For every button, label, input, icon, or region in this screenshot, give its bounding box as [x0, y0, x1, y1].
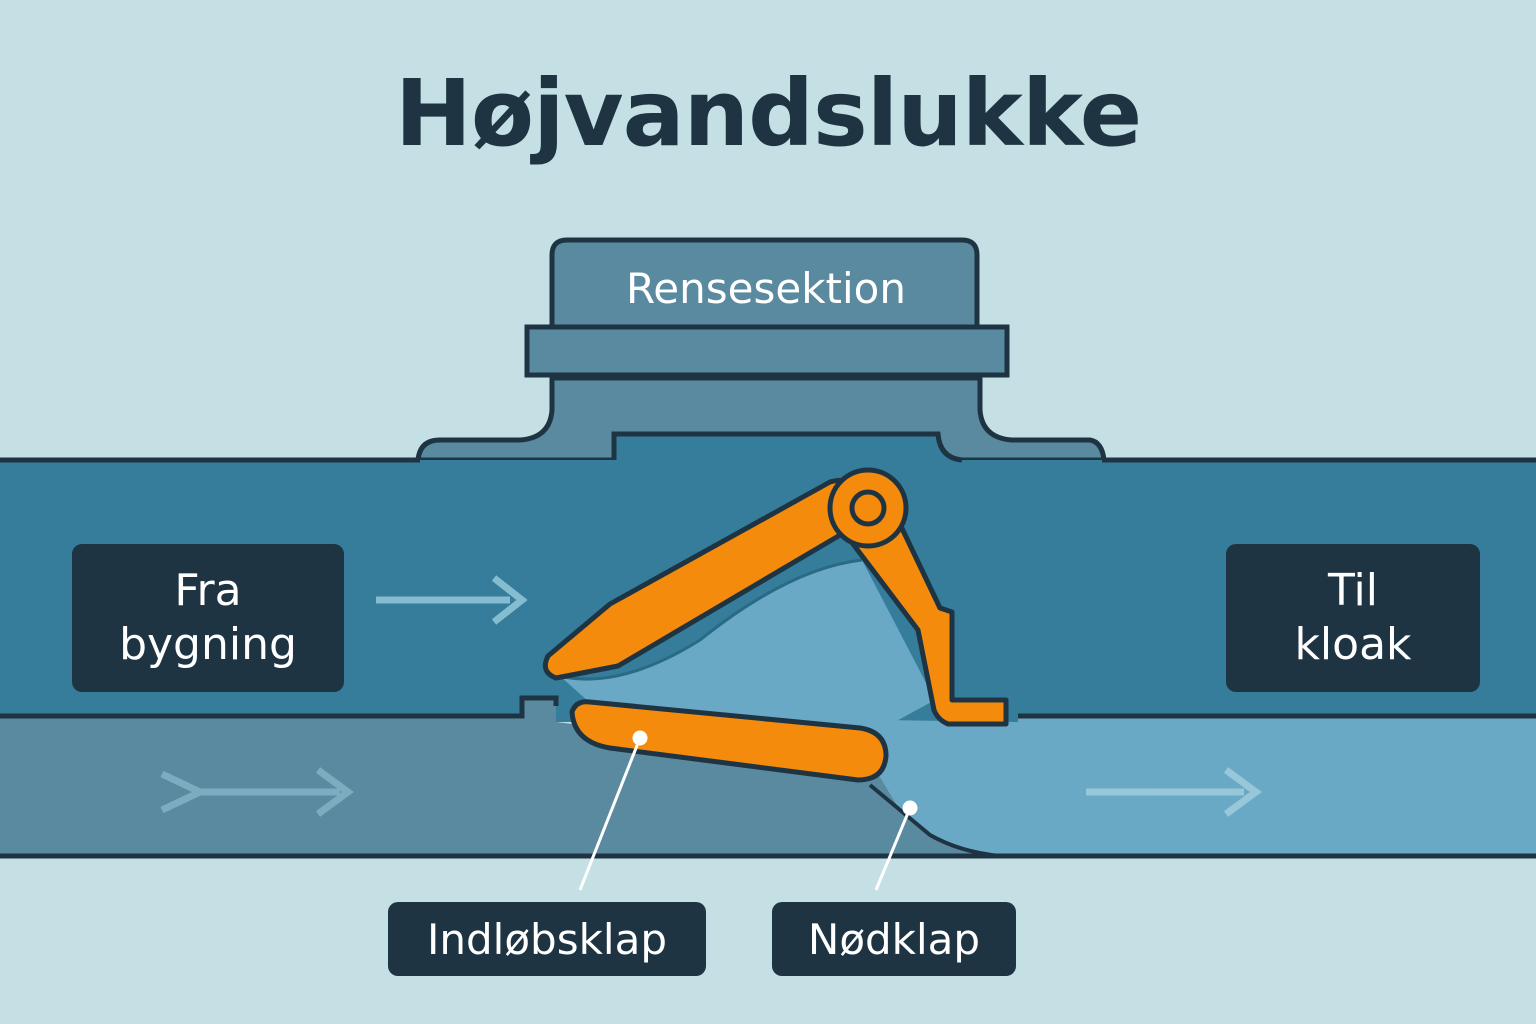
leader-line-indlobsklap: [578, 737, 642, 891]
cleanout-section-label: Rensesektion: [626, 263, 906, 313]
diagram-title: Højvandslukke: [394, 60, 1142, 167]
label-emergency-flap: Nødklap: [772, 902, 1016, 976]
leader-line-nodklap: [874, 807, 912, 891]
flow-arrow-in-lower-icon: [160, 767, 354, 817]
label-to-sewer-line2: kloak: [1294, 619, 1412, 670]
label-inlet-flap: Indløbsklap: [388, 902, 706, 976]
leader-lines: [578, 730, 918, 891]
label-from-building: Fra bygning: [72, 544, 344, 692]
inlet-flap: [569, 699, 889, 783]
flow-arrow-out-icon: [1086, 767, 1262, 817]
label-from-building-line2: bygning: [119, 619, 297, 670]
cleanout-section: [415, 237, 1107, 463]
flow-arrows: [160, 575, 1262, 817]
label-to-sewer: Til kloak: [1226, 544, 1480, 692]
label-from-building-line1: Fra: [174, 565, 242, 616]
flow-arrow-in-upper-icon: [376, 575, 528, 625]
label-to-sewer-line1: Til: [1328, 565, 1378, 616]
emergency-flap: [542, 467, 1009, 727]
